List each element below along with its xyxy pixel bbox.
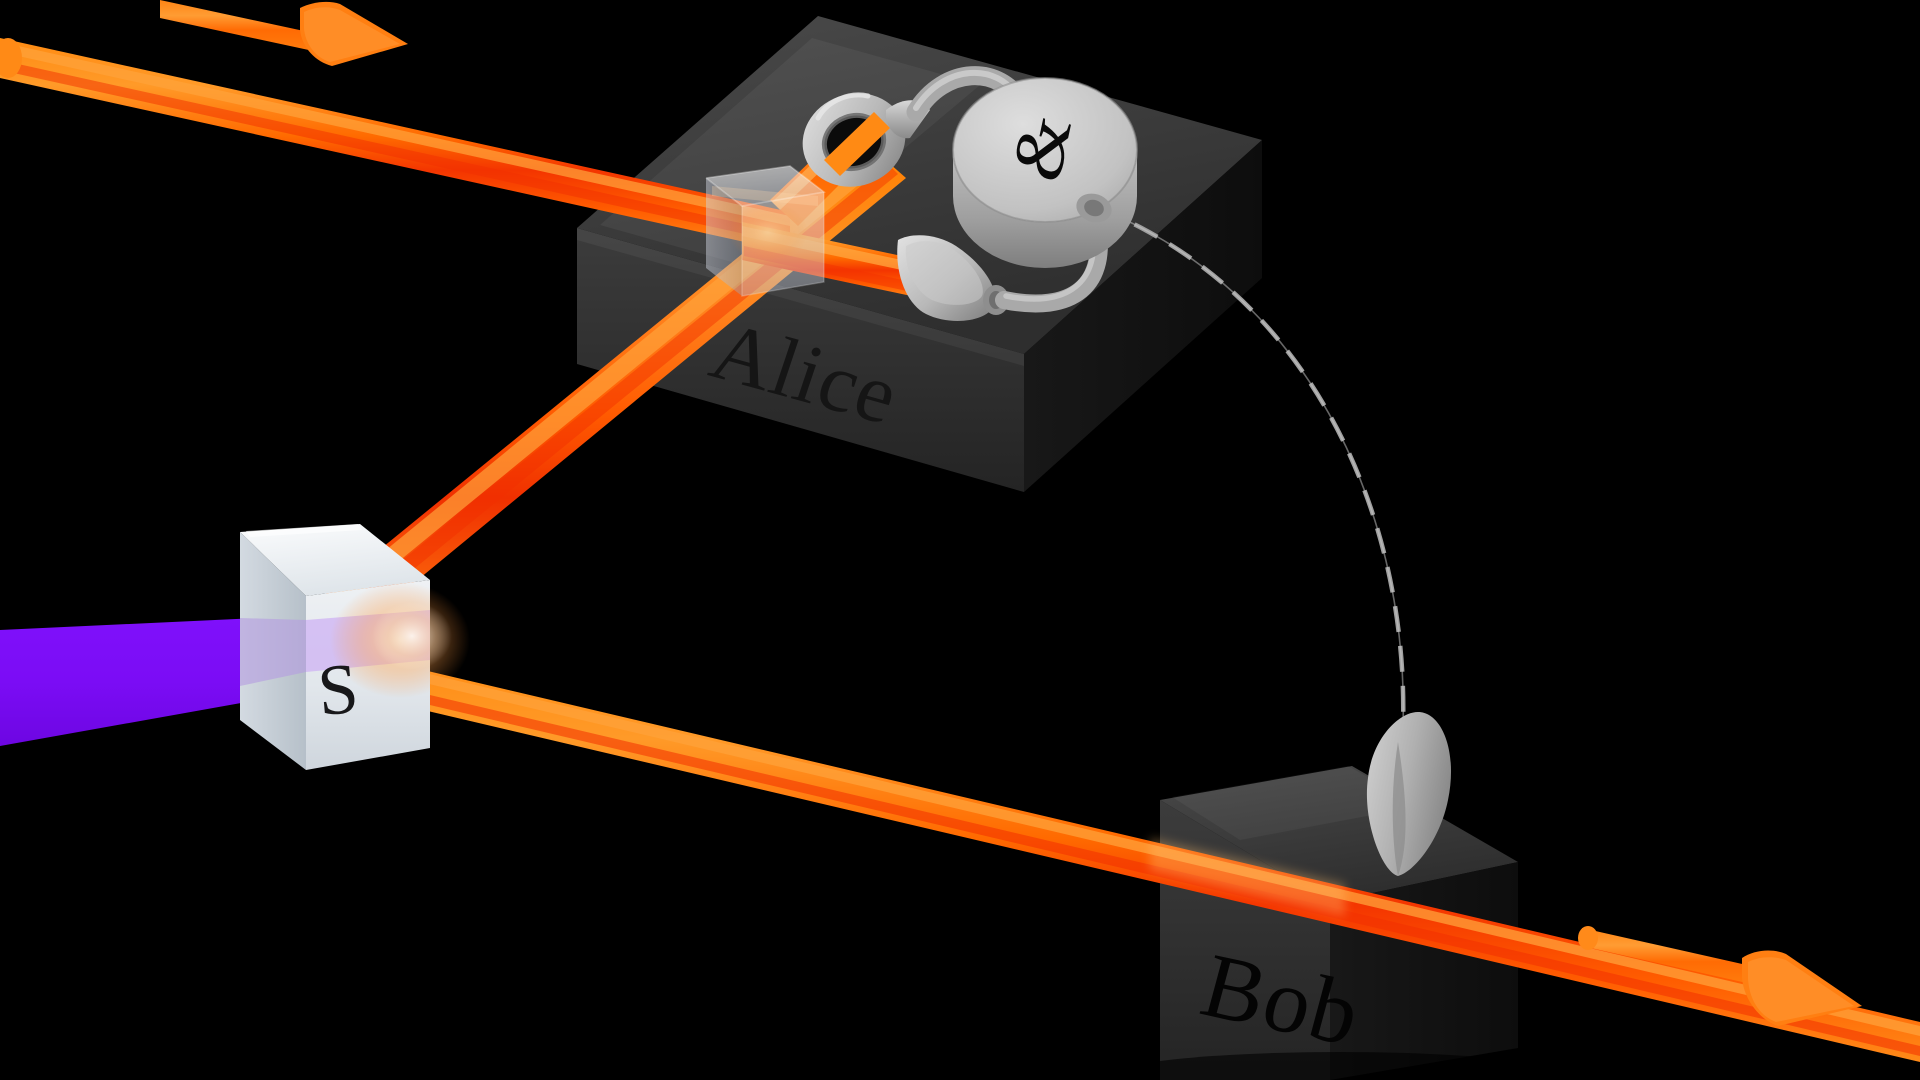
- ring-coupler-highlight: [815, 92, 871, 121]
- arrow-bottom-right-head-shade: [1748, 957, 1854, 1022]
- arrow-bottom-right-shaft: [1582, 928, 1760, 986]
- ring-coupler-beam-inside: [824, 112, 890, 176]
- signal-beam-lower-highlight: [336, 652, 1920, 1036]
- beam-splitter-edges-lower: [741, 192, 825, 297]
- signal-beam-lower: [330, 648, 1920, 1062]
- pump-beam-body: [0, 618, 258, 746]
- arrow-bottom-right-cap: [1578, 926, 1598, 950]
- fiber-coupler-cone[interactable]: [897, 235, 1009, 321]
- beam-splitter-cube[interactable]: [705, 165, 826, 297]
- source-crystal[interactable]: [240, 524, 470, 770]
- bob-contact-shadow: [1110, 1052, 1570, 1080]
- signal-beam-transmit-highlight: [0, 42, 790, 226]
- classical-channel-arrowhead: [1366, 712, 1452, 876]
- coincidence-unit-port-hole: [1084, 199, 1104, 217]
- beam-splitter-edges: [705, 165, 826, 207]
- beam-splitter-plane: [712, 186, 818, 206]
- signal-beam-lower-core: [332, 672, 1920, 1056]
- signal-beam-lower-bob-glow: [1150, 838, 1345, 916]
- source-label: S: [314, 647, 362, 732]
- coincidence-unit[interactable]: [952, 77, 1138, 268]
- signal-beam-transmit-core: [0, 60, 790, 244]
- fiber-coupler-ring[interactable]: [789, 79, 930, 201]
- classical-channel-core: [1097, 207, 1405, 791]
- coincidence-unit-rim: [952, 77, 1138, 223]
- alice-box-front: [577, 228, 1024, 492]
- crystal-pump-transmission-left: [240, 618, 306, 686]
- beam-splitter-glow: [728, 202, 808, 262]
- crystal-top-edge-highlight: [246, 524, 362, 537]
- bob-box-sheen: [1172, 766, 1420, 840]
- arrow-top-left-shaft: [160, 0, 318, 52]
- signal-beam-transmit-cap: [0, 38, 22, 78]
- coincidence-unit-side: [953, 150, 1137, 268]
- cone-coupler-highlight: [905, 241, 983, 305]
- crystal-emission-core: [372, 602, 452, 670]
- crystal-top-face: [240, 524, 430, 596]
- arrow-bottom-right: [1578, 926, 1862, 1026]
- signal-beam-transmit-left: [0, 38, 790, 252]
- coincidence-unit-top: [953, 78, 1137, 222]
- classical-channel: [1097, 205, 1406, 791]
- beam-splitter-top: [706, 166, 824, 206]
- alice-box-side: [1024, 140, 1262, 492]
- alice-box-edge: [577, 228, 1024, 366]
- beam-splitter-left: [706, 178, 742, 296]
- arrow-top-left: [160, 0, 408, 67]
- arrow-top-left-head-shade: [304, 7, 400, 62]
- bob-box-top: [1160, 766, 1518, 902]
